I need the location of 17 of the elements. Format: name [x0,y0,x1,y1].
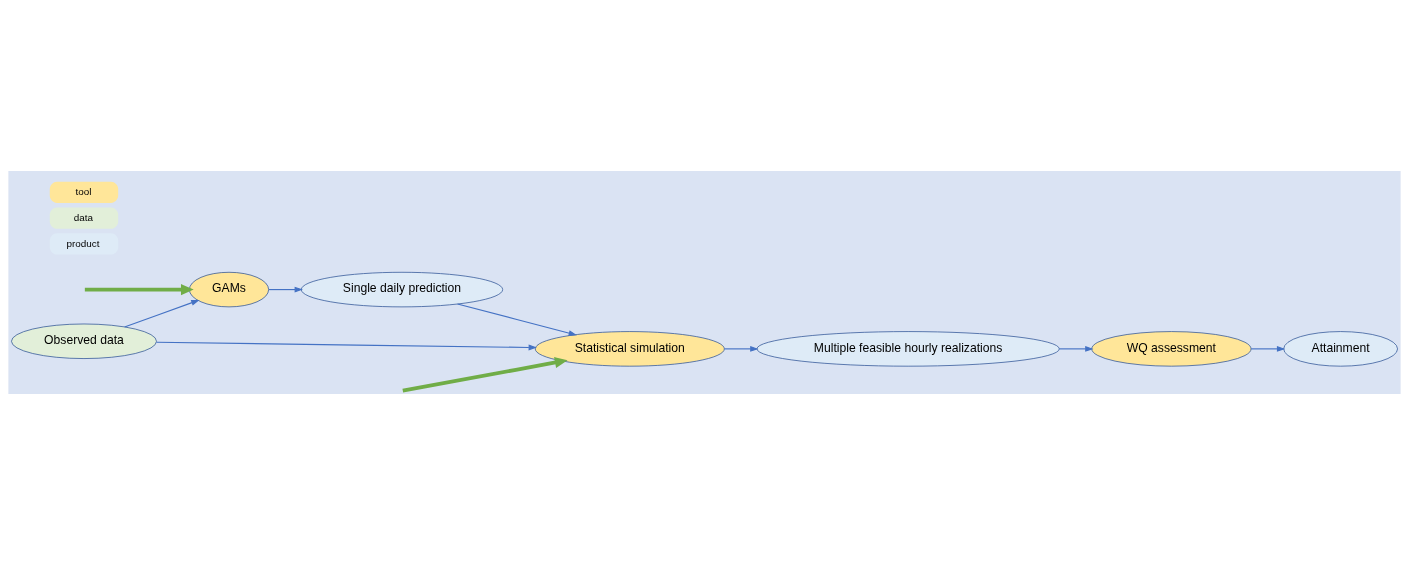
arrow [123,299,200,327]
arrow [84,283,194,295]
node-ellipse: Attainment [1283,330,1398,367]
arrow [723,345,759,352]
arrow [402,356,568,393]
node-ellipse: WQ assessment [1091,330,1252,367]
arrow [268,286,303,292]
arrow [456,302,577,336]
node-ellipse: Single daily prediction [300,271,504,307]
node-ellipse: Multiple feasible hourly realizations [756,330,1060,367]
legend-label: tool [75,185,92,197]
arrow [155,341,537,350]
node-ellipse: Observed data [11,323,157,359]
legend-label: product [66,237,100,249]
legend-label: data [73,211,93,223]
arrow [1058,345,1094,352]
arrow [1250,345,1286,352]
